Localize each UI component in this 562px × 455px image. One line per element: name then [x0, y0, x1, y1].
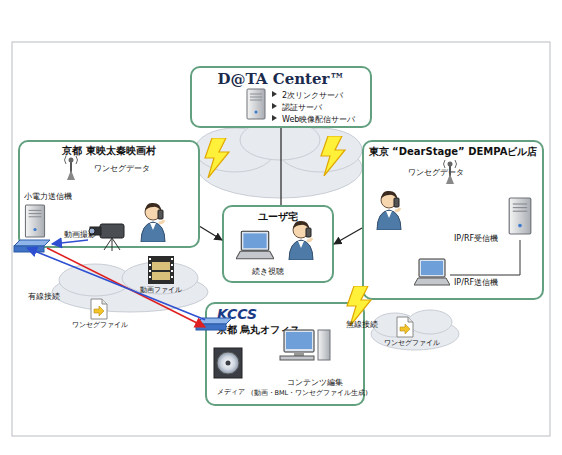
company-logo: KCCS	[217, 306, 257, 322]
antenna-icon	[65, 156, 78, 180]
transmitter-icon	[25, 205, 44, 237]
lightning-symbol	[321, 136, 345, 176]
server-item: 認証サーバ	[282, 103, 322, 112]
connector-line	[200, 226, 222, 240]
connector-line	[280, 128, 281, 205]
file-icon	[397, 317, 413, 337]
logo-title: D@TA Center™	[192, 71, 370, 88]
office-title: 京都 烏丸オフィス	[217, 324, 300, 336]
device-wire	[450, 240, 520, 275]
film-icon	[148, 256, 174, 284]
receiver-icon	[509, 198, 531, 234]
outer-frame	[12, 42, 550, 436]
server-item: Web映像配信サーバ	[282, 115, 355, 124]
network-switch	[196, 318, 232, 330]
network-switch	[14, 240, 50, 252]
connector-line	[27, 248, 205, 320]
data-center-box: D@TA Center™ 2次リンクサーバ認証サーバ Web映像配信サーバ	[190, 66, 372, 128]
file-label: 動画ファイル	[140, 286, 182, 294]
laptop-icon	[414, 259, 450, 285]
cloud-center	[195, 120, 362, 198]
connector-line	[334, 228, 362, 244]
site-title: 京都 東映太秦映画村	[20, 145, 198, 157]
signal-label: ワンセグデータ	[94, 164, 150, 173]
cloud-right	[371, 310, 459, 350]
site-title: 東京 “DearStage” DEMPAビル店	[364, 146, 542, 158]
device-label: IP/RF受信機	[454, 234, 498, 243]
file-icon	[91, 299, 107, 319]
lightning-symbol	[205, 138, 229, 178]
person-icon	[141, 203, 165, 242]
media-label: メディア	[217, 388, 245, 396]
laptop-icon	[236, 231, 274, 258]
bullet-marks	[272, 91, 277, 121]
site-box: 東京 “DearStage” DEMPAビル店ワンセグデータ IP/RF受信機 IP…	[362, 140, 544, 300]
user-box: ユーザ宅続き視聴	[222, 205, 334, 283]
cloud-left	[52, 262, 208, 312]
video-camera	[89, 224, 124, 251]
antenna-icon	[444, 160, 457, 184]
person-icon	[377, 191, 401, 230]
file-label: ワンセグファイル	[72, 321, 128, 329]
capture-arrow	[52, 240, 88, 244]
pc-icon	[280, 330, 330, 360]
connection-label: 有線接続	[28, 292, 60, 301]
media-icon	[214, 348, 242, 378]
task-detail: (動画・BML・ワンセグファイル生成)	[251, 390, 363, 397]
device-label: 小電力送信機	[24, 192, 72, 201]
person-icon	[289, 221, 313, 260]
site-box: 京都 東映太秦映画村ワンセグデータ小電力送信機動画撮影	[18, 140, 200, 248]
server-item: 2次リンクサーバ	[282, 91, 343, 100]
connector-line	[47, 248, 205, 327]
device-label: IP/RF送信機	[454, 278, 498, 287]
action-label: 続き視聴	[252, 267, 284, 276]
action-label: 動画撮影	[64, 230, 96, 239]
file-label: ワンセグファイル	[384, 339, 440, 347]
signal-label: ワンセグデータ	[408, 168, 464, 177]
task-label: コンテンツ編集	[265, 378, 365, 387]
connection-label: 無線接続	[346, 320, 378, 329]
office-box: KCCS 京都 烏丸オフィスコンテンツ編集 (動画・BML・ワンセグファイル生成) メ…	[205, 302, 365, 406]
server-icon	[247, 89, 265, 119]
user-title: ユーザ宅	[224, 211, 332, 223]
